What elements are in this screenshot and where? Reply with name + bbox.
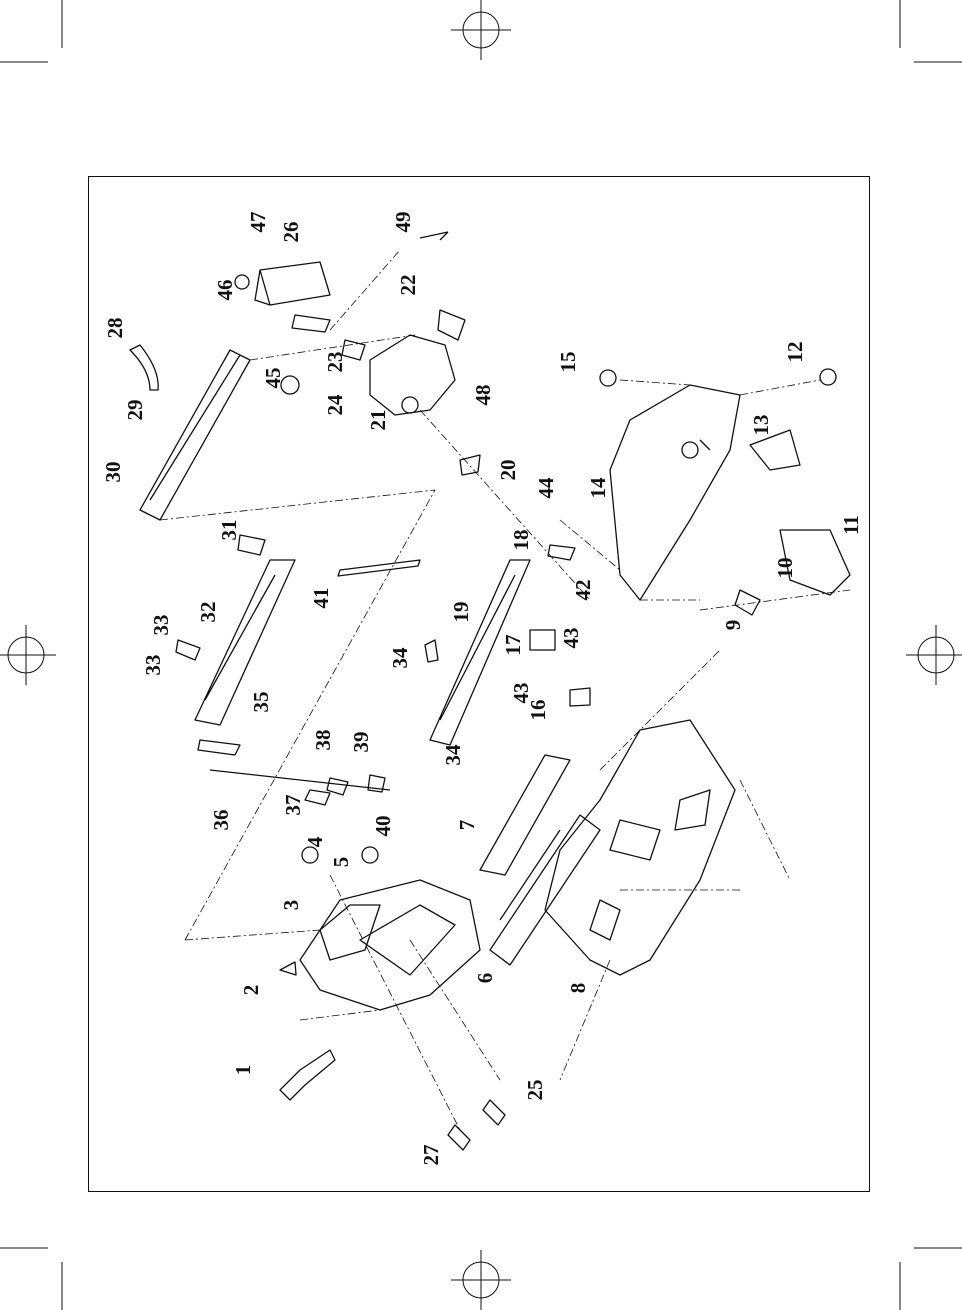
part-label: 33 — [149, 615, 173, 636]
part-label: 20 — [496, 460, 520, 481]
part-label: 30 — [101, 462, 125, 483]
part-label: 34 — [441, 744, 465, 766]
frame-part — [490, 815, 600, 965]
part-label: 26 — [279, 222, 303, 243]
part-label: 33 — [141, 655, 165, 676]
part-label: 46 — [213, 280, 237, 301]
bracket-part — [480, 755, 570, 875]
part-label: 8 — [566, 983, 590, 994]
part-label: 19 — [449, 602, 473, 623]
part-label: 23 — [323, 352, 347, 373]
upper-arm-part — [195, 560, 295, 725]
part-label: 25 — [523, 1080, 547, 1101]
part-label: 49 — [391, 212, 415, 233]
part-label: 31 — [217, 520, 241, 541]
motor-part — [370, 335, 455, 415]
part-label: 5 — [329, 857, 353, 868]
part-label: 29 — [123, 400, 147, 421]
part-label: 7 — [455, 820, 479, 831]
part-label: 1 — [231, 1065, 255, 1076]
part-label: 3 — [279, 900, 303, 911]
part-label: 9 — [721, 620, 745, 631]
part-label: 34 — [388, 647, 412, 669]
part-label: 6 — [473, 973, 497, 984]
part-label: 43 — [509, 683, 533, 704]
part-label: 27 — [419, 1145, 443, 1166]
part-label: 12 — [783, 342, 807, 363]
guard-part — [610, 385, 740, 600]
box-part — [255, 262, 330, 305]
part-label: 38 — [311, 730, 335, 751]
part-label: 18 — [509, 530, 533, 551]
part-label: 21 — [366, 410, 390, 431]
part-label: 14 — [586, 477, 610, 499]
part-label: 22 — [396, 275, 420, 296]
part-label: 43 — [559, 628, 583, 649]
part-label: 13 — [749, 415, 773, 436]
part-label: 10 — [773, 558, 797, 579]
part-labels: 1234567891011121314151617181920212223242… — [101, 212, 863, 1166]
part-label: 15 — [556, 352, 580, 373]
part-label: 40 — [371, 816, 395, 837]
part-label: 42 — [571, 580, 595, 601]
part-label: 2 — [239, 985, 263, 996]
part-label: 28 — [103, 318, 127, 339]
parts-drawing — [130, 232, 850, 1150]
part-label: 32 — [196, 602, 220, 623]
part-label: 47 — [246, 212, 270, 233]
part-label: 35 — [249, 692, 273, 713]
part-label: 39 — [349, 732, 373, 753]
part-label: 24 — [323, 394, 347, 416]
part-label: 48 — [471, 385, 495, 406]
part-label: 41 — [309, 588, 333, 609]
housing-part — [320, 905, 380, 960]
part-label: 11 — [839, 515, 863, 535]
part-label: 45 — [261, 368, 285, 389]
part-label: 4 — [303, 836, 327, 847]
part-label: 36 — [209, 810, 233, 831]
part-label: 44 — [534, 477, 558, 499]
part-label: 17 — [501, 635, 525, 656]
part-label: 37 — [281, 795, 305, 816]
base-part — [545, 720, 735, 975]
